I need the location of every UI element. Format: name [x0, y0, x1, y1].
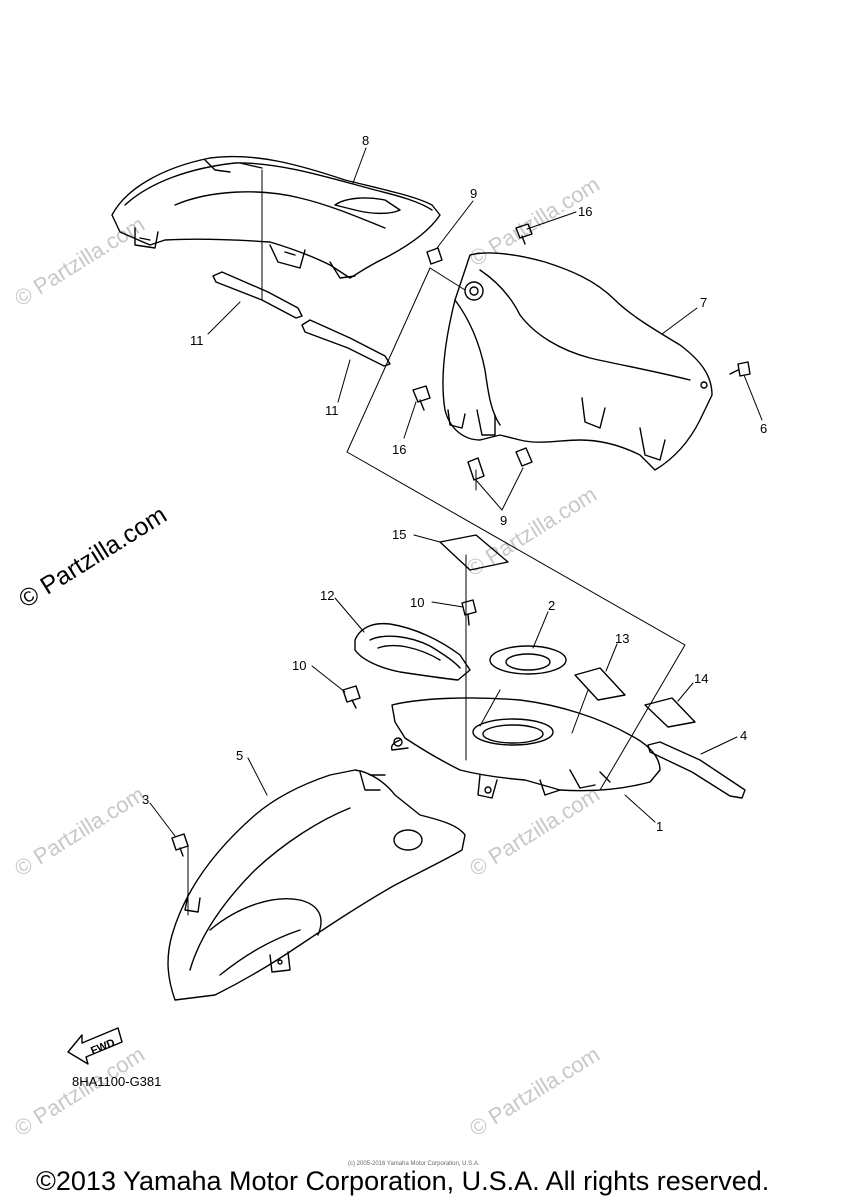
part-10-screw [461, 599, 477, 626]
callout-13: 13 [615, 631, 630, 646]
part-1-tray [390, 697, 661, 799]
part-14-sticker [644, 697, 696, 728]
callout-16: 16 [578, 204, 593, 219]
part-10-screw [342, 685, 361, 709]
part-2-ring [489, 645, 567, 675]
diagram-code: 8HA1100-G381 [72, 1074, 162, 1089]
callout-9: 9 [500, 513, 508, 528]
copyright-notice: ©2013 Yamaha Motor Corporation, U.S.A. A… [36, 1166, 770, 1196]
assembly-lines [187, 169, 686, 916]
callout-10: 10 [292, 658, 307, 673]
leader-lines [149, 147, 763, 837]
part-11-strips [212, 271, 391, 367]
part-5-cover [167, 769, 466, 1001]
part-12-cover [354, 622, 471, 681]
part-15-sticker [439, 534, 509, 571]
part-8-cover [111, 155, 441, 279]
part-3-screw [171, 833, 189, 857]
callout-16: 16 [392, 442, 407, 457]
part-13-sticker [574, 667, 626, 701]
tiny-notice: (c) 2005-2016 Yamaha Motor Corporation, … [348, 1161, 480, 1167]
callout-3: 3 [142, 792, 150, 807]
callout-15: 15 [392, 527, 407, 542]
callout-11: 11 [190, 333, 204, 348]
part-7-panel [442, 252, 713, 471]
callout-12: 12 [320, 588, 335, 603]
fasteners-upper [412, 223, 751, 481]
callout-5: 5 [236, 748, 244, 763]
callout-11: 11 [325, 403, 339, 418]
fwd-arrow-icon [67, 1027, 123, 1065]
callout-4: 4 [740, 728, 748, 743]
callout-6: 6 [760, 421, 768, 436]
callout-14: 14 [694, 671, 709, 686]
callout-10: 10 [410, 595, 425, 610]
callout-7: 7 [700, 295, 708, 310]
callout-9: 9 [470, 186, 478, 201]
part-4-strip [647, 741, 746, 799]
callout-2: 2 [548, 598, 556, 613]
callout-1: 1 [656, 819, 664, 834]
callout-8: 8 [362, 133, 370, 148]
